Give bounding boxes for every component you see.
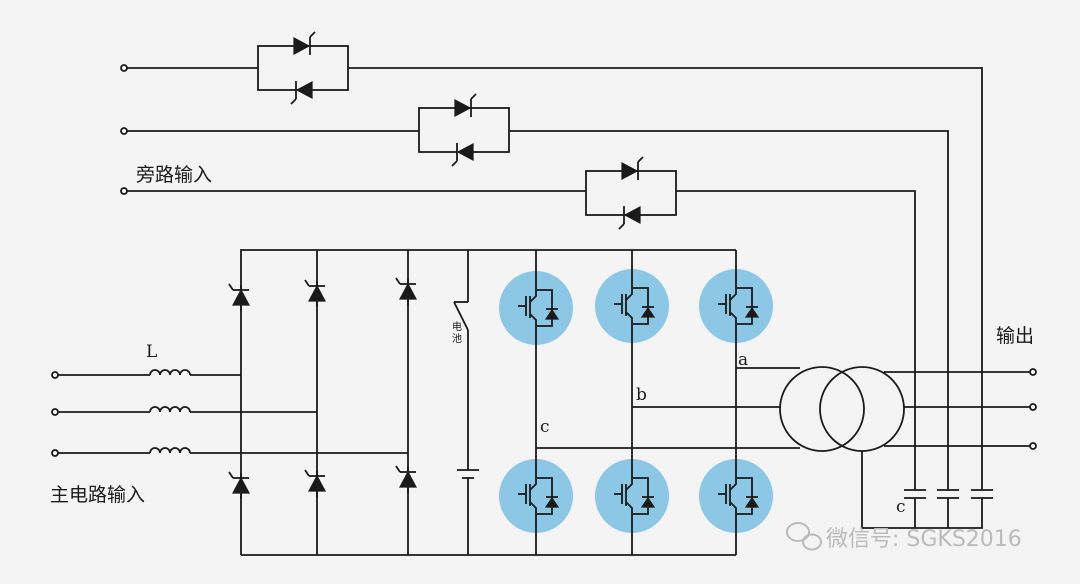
inverter-leg-2: [594, 250, 670, 555]
main-input-lines: [51, 369, 408, 457]
bypass-branch-1: [120, 31, 983, 490]
output-lines: [861, 368, 1037, 529]
bypass-branch-3: [120, 156, 916, 490]
phase-c-label: c: [540, 417, 550, 437]
battery-label: 电 池: [452, 320, 465, 345]
output-label: 输出: [996, 325, 1034, 347]
rectifier-thyristors: [228, 277, 417, 500]
bypass-input-label: 旁路输入: [136, 164, 212, 186]
inverter-leg-1: [498, 250, 574, 555]
transformer: [779, 366, 905, 452]
capacitor-label: c: [896, 497, 906, 517]
wechat-icon: [786, 522, 822, 551]
bypass-branch-2: [120, 93, 949, 490]
inverter-leg-3: [698, 250, 774, 555]
phase-a-label: a: [738, 350, 748, 370]
battery-label-line-2: 池: [452, 332, 462, 345]
phase-b-label: b: [636, 385, 647, 405]
battery: [453, 250, 479, 555]
watermark-text: 微信号: SGKS2016: [826, 527, 1022, 552]
main-input-label: 主电路输入: [50, 484, 145, 506]
inductor-label: L: [146, 342, 157, 362]
phase-wires: [536, 367, 800, 449]
output-capacitors: [904, 489, 993, 499]
